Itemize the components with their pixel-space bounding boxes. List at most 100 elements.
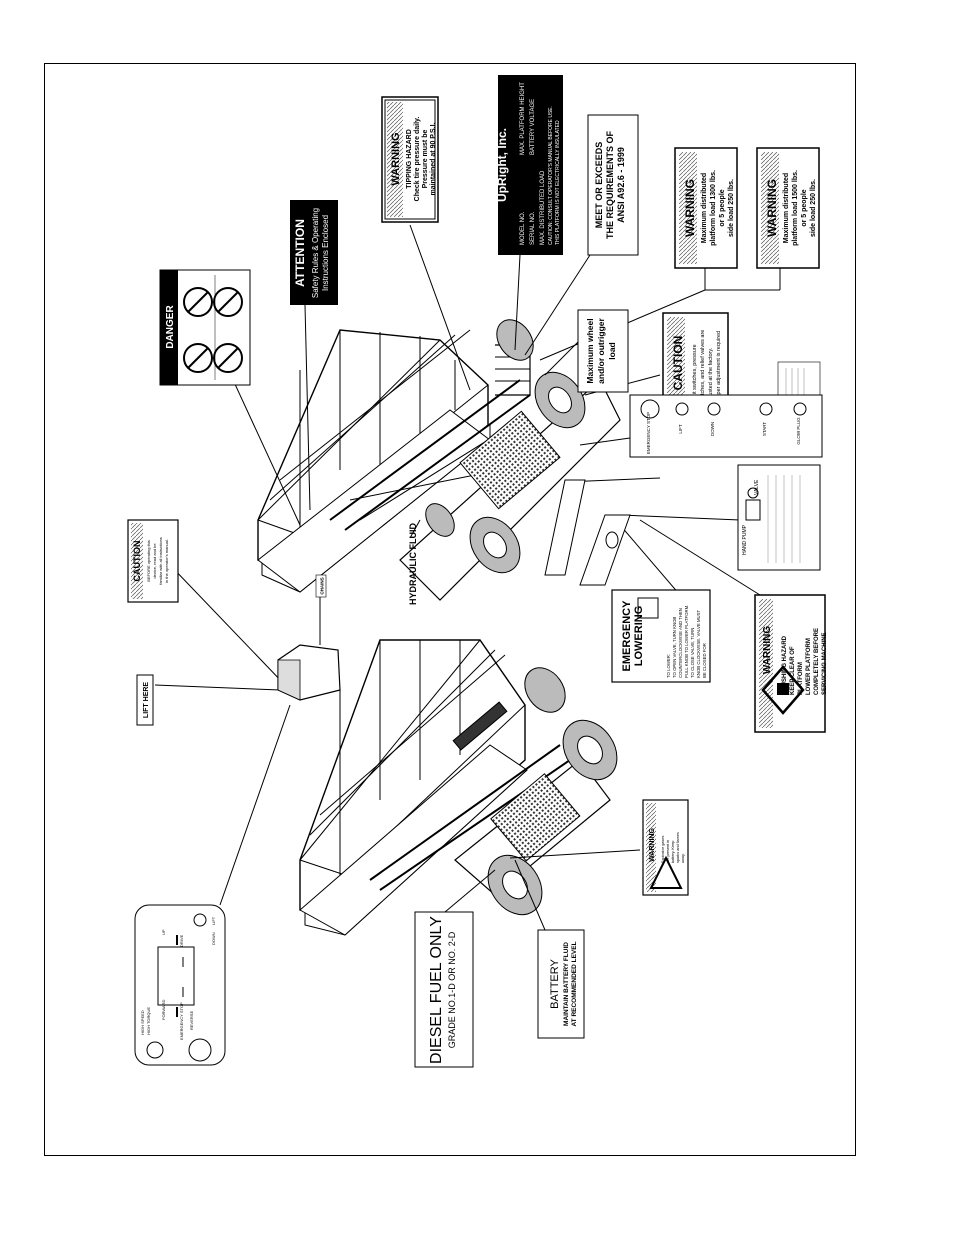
warning-1500-line-2: platform load 1500 lbs. — [792, 170, 799, 246]
warning-1500-line-3: or 5 people — [801, 189, 808, 226]
warning-tire-header: WARNING — [390, 132, 402, 185]
ansi-line-2: THE REQUIREMENTS OF — [605, 131, 615, 240]
crushing-line-5: COMPLETELY BEFORE — [814, 628, 820, 695]
attention-line-1: Safety Rules & Operating — [311, 208, 320, 298]
crushing-line-4: LOWER PLATFORM — [806, 638, 812, 695]
panel-label-glow: GLOW PLUG — [796, 417, 801, 445]
hydraulic-fluid-text: HYDRAULIC FLUID — [408, 523, 418, 605]
attention-line-2: Instructions Enclosed — [321, 215, 330, 291]
nameplate-right-1: MAX. PLATFORM HEIGHT — [520, 82, 526, 155]
chains-label: CHAINS — [315, 574, 327, 598]
crushing-line-2: KEEP CLEAR OF — [790, 646, 796, 695]
cb-label-forward: FORWARD — [161, 999, 166, 1020]
emergency-title-2: LOWERING — [633, 606, 645, 667]
warning-crushing-decal: WARNING CRUSHING HAZARD KEEP CLEAR OF PL… — [754, 594, 828, 733]
control-box-faceplate: UP DRIVE LIFT HIGH TORQUE HIGH SPEED FOR… — [134, 904, 226, 1066]
warning-1300-line-3: or 5 people — [719, 189, 726, 226]
warning-1500-line-1: Maximum distributed — [783, 173, 790, 243]
nameplate-line-5: THIS PLATFORM IS NOT ELECTRICALLY INSULA… — [555, 120, 561, 245]
warning-1300-header: WARNING — [683, 179, 697, 237]
warning-tire-line-1: TIPPING HAZARD — [406, 129, 413, 189]
warning-1500-header: WARNING — [765, 179, 779, 237]
warning-tire-line-4: maintained at 90 P.S.I. — [430, 122, 437, 195]
base-control-module — [544, 479, 631, 586]
emergency-line-2: TO OPEN VALVE, TURN KNOB — [672, 617, 677, 678]
cb-label-reverse: REVERSE — [189, 1011, 194, 1030]
explosive-line-4: sparks and flames — [676, 832, 680, 863]
lift-here-text: LIFT HERE — [143, 682, 150, 718]
crushing-line-1: CRUSHING HAZARD — [782, 635, 788, 695]
hand-pump-valve: VALVE — [754, 479, 760, 495]
panel-label-start: START — [762, 422, 767, 437]
crushing-line-6: SERVICING MACHINE — [822, 632, 828, 695]
page-frame — [44, 63, 856, 1156]
crushing-line-3: PLATFORM — [798, 662, 804, 695]
attention-header: ATTENTION — [293, 219, 307, 287]
base-control-panel: EMERGENCY STOP LIFT DOWN START GLOW PLUG — [629, 394, 823, 458]
emergency-lowering-decal: EMERGENCY LOWERING TO LOWER: TO OPEN VAL… — [611, 589, 711, 683]
battery-line-2: AT RECOMMENDED LEVEL — [571, 941, 578, 1026]
caution-left-line-2: device, read and be — [152, 543, 157, 579]
panel-label-lift: LIFT — [678, 424, 683, 434]
cb-label-drive: DRIVE — [179, 934, 184, 947]
caution-left-line-1: BEFORE operating this — [146, 540, 151, 582]
warning-crushing-header: WARNING — [762, 626, 773, 675]
chains-text: CHAINS — [320, 577, 325, 594]
nameplate-line-4: CAUTION: CONSULT OPERATOR'S MANUAL BEFOR… — [548, 106, 554, 245]
explosive-line-5: away. — [681, 853, 685, 863]
diesel-title: DIESEL FUEL ONLY — [428, 916, 445, 1064]
emergency-line-1: TO LOWER: — [666, 654, 671, 678]
nameplate-right-2: BATTERY VOLTAGE — [530, 99, 536, 155]
nameplate-brand: UpRight, Inc. — [495, 128, 509, 202]
lift-here-label: LIFT HERE — [136, 674, 154, 726]
caution-operator-decal: CAUTION BEFORE operating this device, re… — [127, 519, 179, 603]
battery-line-1: MAINTAIN BATTERY FLUID — [563, 942, 570, 1026]
scissor-lift-machine-2 — [299, 639, 618, 936]
wheel-load-decal: Maximum wheel and/or outrigger load — [577, 309, 629, 393]
scissor-lift-machine-1 — [257, 319, 621, 601]
ansi-decal: MEET OR EXCEEDS THE REQUIREMENTS OF ANSI… — [587, 114, 639, 256]
upright-nameplate: UpRight, Inc. MODEL NO. SERIAL NO. MAX. … — [495, 75, 563, 255]
hand-pump-placard: HAND PUMP VALVE — [737, 464, 821, 571]
explosive-header: WARNING — [649, 828, 656, 862]
emergency-line-7: BE CLOSED FOR — [702, 643, 707, 678]
warning-1300-line-2: platform load 1300 lbs. — [710, 170, 717, 246]
wheel-load-line-3: load — [607, 342, 617, 359]
caution-limit-line-2: switches, and relief valves are — [700, 330, 706, 403]
diesel-fuel-decal: DIESEL FUEL ONLY GRADE NO.1-D OR NO. 2-D — [414, 911, 474, 1068]
ansi-line-1: MEET OR EXCEEDS — [594, 142, 604, 229]
emergency-line-5: TO CLOSE VALVE, TURN — [690, 628, 695, 678]
wheel-load-line-1: Maximum wheel — [585, 318, 595, 383]
warning-1300-line-1: Maximum distributed — [701, 173, 708, 243]
ansi-line-3: ANSI A92.6 - 1999 — [616, 147, 626, 223]
caution-limit-line-3: adjusted at the factory. — [708, 347, 714, 403]
panel-label-down: DOWN — [710, 422, 715, 436]
hand-pump-title: HAND PUMP — [742, 524, 748, 555]
explosive-line-3: battery. Keep — [671, 841, 675, 863]
warning-tire-line-2: Check tire pressure daily. — [414, 117, 421, 202]
emergency-line-4: PULL KNOB TO LOWER PLATFORM. — [684, 605, 689, 678]
caution-left-line-3: familiar with all instructions — [158, 537, 163, 585]
caution-limit-line-1: Limit switches, pressure — [692, 344, 698, 403]
platform-control-box — [277, 644, 341, 701]
cb-label-estop: EMERGENCY STOP — [179, 1002, 184, 1040]
hydraulic-fluid-label: HYDRAULIC FLUID — [408, 523, 418, 605]
nameplate-line-3: MAX. DISTRIBUTED LOAD — [540, 170, 546, 245]
explosive-line-1: Explosive gases — [661, 835, 665, 863]
emergency-line-6: KNOB CLOCKWISE. VALVE MUST — [696, 609, 701, 678]
warning-tire-line-3: Pressure must be — [422, 130, 429, 189]
cb-label-down: DOWN — [211, 932, 216, 945]
cb-label-speed: HIGH SPEED — [140, 1010, 145, 1035]
danger-header: DANGER — [165, 305, 176, 349]
diesel-subtitle: GRADE NO.1-D OR NO. 2-D — [447, 931, 457, 1048]
warning-tire-pressure-decal: WARNING TIPPING HAZARD Check tire pressu… — [381, 96, 439, 223]
wheel-load-line-2: and/or outrigger — [596, 317, 606, 383]
caution-left-header: CAUTION — [132, 541, 142, 582]
nameplate-line-2: SERIAL NO. — [530, 211, 536, 245]
emergency-title-1: EMERGENCY — [621, 600, 633, 672]
cb-label-up: UP — [161, 929, 166, 935]
battery-title: BATTERY — [549, 958, 561, 1008]
warning-explosive-decal: WARNING Explosive gases are present in b… — [642, 799, 689, 896]
explosive-line-2: are present in — [666, 840, 670, 863]
panel-label-estop: EMERGENCY STOP — [646, 412, 651, 454]
